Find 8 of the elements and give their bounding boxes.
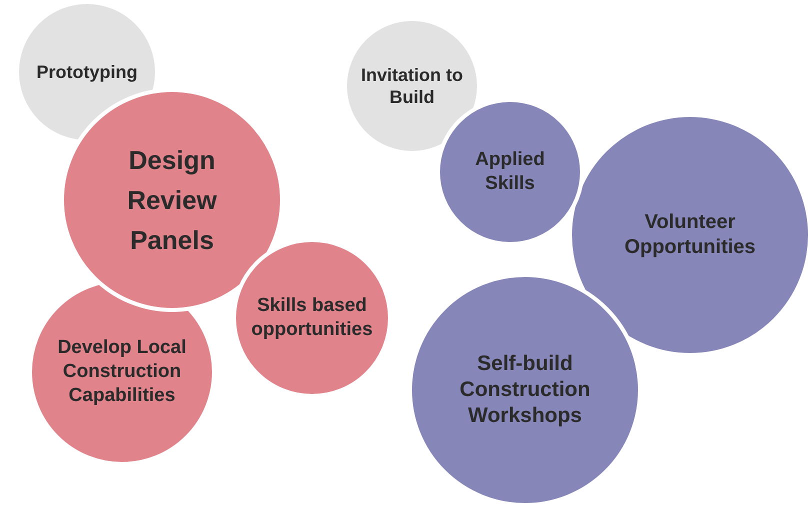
bubble-label: Applied Skills: [474, 148, 546, 196]
bubble-label: Skills based opportunities: [250, 294, 374, 342]
bubble-label: Develop Local Construction Capabilities: [56, 336, 188, 408]
bubble-label: Design Review Panels: [126, 144, 218, 258]
bubble-label: Self-build Construction Workshops: [458, 350, 592, 430]
bubble-label: Volunteer Opportunities: [623, 210, 757, 260]
bubble-label: Invitation to Build: [360, 64, 464, 108]
bubble-label: Prototyping: [36, 60, 138, 84]
